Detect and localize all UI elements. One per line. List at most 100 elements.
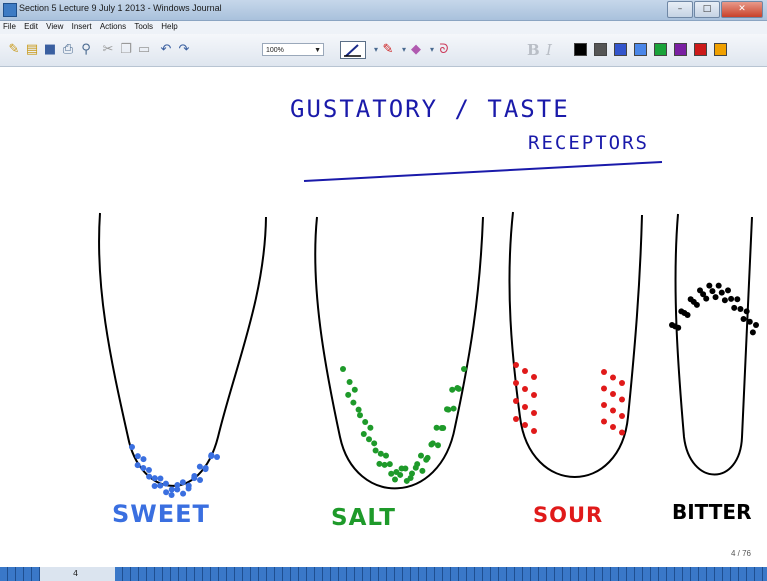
color-swatch[interactable] — [654, 43, 667, 56]
receptor-dot — [610, 424, 616, 430]
menu-tools[interactable]: Tools — [134, 22, 153, 31]
receptor-dot — [725, 287, 731, 293]
journal-page[interactable]: GUSTATORY / TASTE RECEPTORS SWEET SALT S… — [0, 67, 767, 564]
receptor-dot — [531, 374, 537, 380]
receptor-dot — [382, 462, 388, 468]
eraser-icon[interactable]: ◆ — [408, 42, 424, 58]
receptor-dot — [601, 369, 607, 375]
maximize-button[interactable]: □ — [694, 1, 720, 18]
receptor-dot — [439, 425, 445, 431]
find-icon[interactable]: ⚲ — [78, 42, 94, 58]
italic-button[interactable]: I — [546, 41, 552, 59]
salt-receptor-outline — [315, 217, 483, 488]
receptor-dot — [601, 419, 607, 425]
receptor-dot — [750, 329, 756, 335]
cut-icon[interactable]: ✂ — [100, 42, 116, 58]
menu-file[interactable]: File — [3, 22, 16, 31]
receptor-dot — [129, 444, 135, 450]
receptor-dot — [197, 464, 203, 470]
receptor-dot — [619, 413, 625, 419]
receptor-dot — [356, 407, 362, 413]
color-swatch[interactable] — [594, 43, 607, 56]
save-icon[interactable]: ■ — [42, 42, 58, 58]
receptor-dot — [675, 325, 681, 331]
receptor-dot — [387, 461, 393, 467]
receptor-dot — [522, 422, 528, 428]
receptor-dot — [444, 406, 450, 412]
receptor-dot — [169, 486, 175, 492]
receptor-dot — [728, 296, 734, 302]
receptor-dot — [434, 425, 440, 431]
color-swatch[interactable] — [674, 43, 687, 56]
window-controls: – □ ✕ — [666, 1, 763, 18]
color-swatch[interactable] — [614, 43, 627, 56]
receptor-dot — [352, 387, 358, 393]
color-swatch[interactable] — [714, 43, 727, 56]
copy-icon[interactable]: ❐ — [118, 42, 134, 58]
menu-actions[interactable]: Actions — [100, 22, 126, 31]
receptor-dot — [513, 362, 519, 368]
minimize-button[interactable]: – — [667, 1, 693, 18]
highlighter-icon[interactable]: ✎ — [380, 42, 396, 58]
receptor-dot — [435, 442, 441, 448]
window-title: Section 5 Lecture 9 July 1 2013 - Window… — [19, 3, 222, 13]
close-button[interactable]: ✕ — [721, 1, 763, 18]
page-strip-right[interactable] — [115, 567, 767, 581]
new-note-icon[interactable]: ✎ — [6, 42, 22, 58]
paste-icon[interactable]: ▭ — [136, 42, 152, 58]
salt-receptor-dots — [340, 366, 467, 484]
bold-button[interactable]: B — [527, 41, 540, 59]
receptor-dot — [146, 467, 152, 473]
journal-app-icon — [3, 3, 17, 17]
receptor-dot — [383, 453, 389, 459]
receptor-dot — [345, 392, 351, 398]
pen-tool-button[interactable] — [340, 41, 366, 59]
receptor-dot — [371, 440, 377, 446]
receptor-dot — [402, 465, 408, 471]
receptor-dot — [744, 308, 750, 314]
title-bar: Section 5 Lecture 9 July 1 2013 - Window… — [0, 0, 767, 21]
receptor-dot — [397, 472, 403, 478]
redo-icon[interactable]: ↷ — [176, 42, 192, 58]
receptor-dot — [610, 391, 616, 397]
menu-edit[interactable]: Edit — [24, 22, 38, 31]
print-icon[interactable]: ⎙ — [60, 42, 76, 58]
receptor-dot — [685, 312, 691, 318]
open-icon[interactable]: ▤ — [24, 42, 40, 58]
receptor-dot — [157, 483, 163, 489]
receptor-dot — [531, 392, 537, 398]
menu-insert[interactable]: Insert — [72, 22, 92, 31]
pen-icon — [341, 42, 365, 58]
receptor-dot — [601, 402, 607, 408]
sour-receptor-outline — [509, 212, 642, 477]
receptor-dot — [522, 368, 528, 374]
menu-view[interactable]: View — [46, 22, 63, 31]
receptor-dot — [513, 416, 519, 422]
lasso-icon[interactable]: ᘐ — [436, 42, 452, 58]
heading-underline — [304, 162, 662, 181]
salt-label: SALT — [331, 505, 396, 531]
note-canvas — [0, 67, 767, 564]
note-heading-line1: GUSTATORY / TASTE — [290, 95, 570, 123]
menu-help[interactable]: Help — [161, 22, 177, 31]
color-swatch[interactable] — [574, 43, 587, 56]
color-swatch[interactable] — [634, 43, 647, 56]
sour-receptor-dots — [513, 362, 625, 436]
receptor-dot — [174, 486, 180, 492]
bitter-receptor-outline — [676, 214, 752, 475]
color-swatch[interactable] — [694, 43, 707, 56]
chevron-down-icon: ▼ — [314, 44, 321, 57]
receptor-dot — [146, 474, 152, 480]
receptor-dot — [186, 485, 192, 491]
receptor-dot — [203, 466, 209, 472]
receptor-dot — [619, 397, 625, 403]
zoom-select[interactable]: 100%▼ — [262, 43, 324, 56]
receptor-dot — [737, 306, 743, 312]
receptor-dot — [531, 428, 537, 434]
receptor-dot — [367, 425, 373, 431]
page-strip-left[interactable] — [0, 567, 40, 581]
receptor-dot — [734, 296, 740, 302]
receptor-dot — [716, 283, 722, 289]
receptor-dot — [378, 451, 384, 457]
undo-icon[interactable]: ↶ — [158, 42, 174, 58]
